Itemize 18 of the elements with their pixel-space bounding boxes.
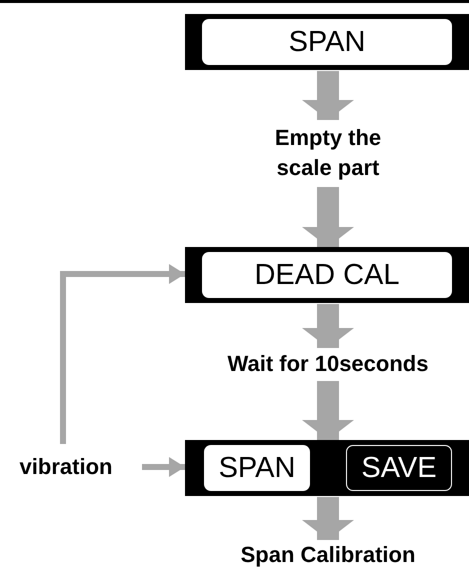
- display-readout: DEAD CAL: [202, 252, 452, 298]
- step-text: Span Calibration: [206, 540, 450, 570]
- arrow: [302, 71, 354, 120]
- step-text: vibration: [6, 452, 126, 482]
- step-text: Wait for 10seconds: [196, 348, 460, 380]
- display-panel: [185, 440, 469, 496]
- arrow: [60, 264, 185, 444]
- arrow: [302, 187, 354, 247]
- display-panel: [185, 247, 469, 303]
- display-readout: SPAN: [202, 19, 452, 65]
- step-text: Empty the scale part: [248, 120, 408, 186]
- display-panel: [185, 14, 469, 70]
- softkey-label: SAVE: [346, 445, 452, 491]
- arrow: [302, 381, 354, 440]
- arrow: [302, 304, 354, 348]
- arrow: [142, 457, 185, 477]
- arrow: [302, 497, 354, 540]
- softkey-label: SPAN: [204, 445, 310, 491]
